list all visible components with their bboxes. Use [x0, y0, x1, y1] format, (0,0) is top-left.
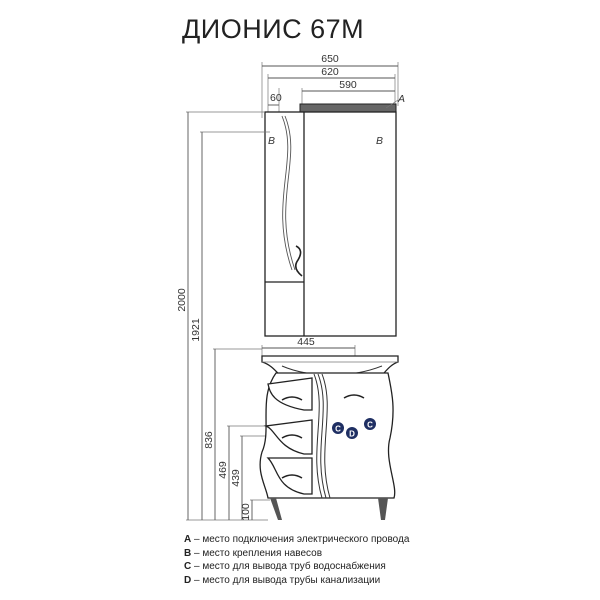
- legend-item-a: A – место подключения электрического про…: [184, 534, 410, 545]
- width-dimensions: 650 620 590 60: [261, 53, 399, 118]
- page-title: ДИОНИС 67М: [182, 14, 365, 44]
- dim-836: 836: [203, 431, 215, 449]
- legend-item-c: C – место для вывода труб водоснабжения: [184, 561, 386, 573]
- marker-d-label: D: [349, 430, 355, 439]
- legend-item-b: B – место крепления навесов: [184, 547, 323, 559]
- marker-c-right-label: C: [367, 421, 373, 430]
- marker-b-right: B: [376, 135, 383, 147]
- marker-a: A: [397, 93, 405, 105]
- dim-590: 590: [339, 79, 357, 91]
- dim-60: 60: [270, 92, 282, 104]
- dim-620: 620: [321, 66, 339, 78]
- legend: A – место подключения электрического про…: [184, 533, 409, 587]
- marker-b-left: B: [268, 135, 275, 147]
- legend-item-d: D – место для вывода трубы канализации: [184, 574, 381, 586]
- base-cabinet: [259, 372, 396, 520]
- dim-1921: 1921: [190, 318, 202, 342]
- dim-100: 100: [240, 503, 252, 521]
- connection-markers: C D C: [332, 418, 376, 439]
- marker-c-left-label: C: [335, 425, 341, 434]
- marker-c-right: [364, 418, 376, 430]
- dim-2000: 2000: [176, 288, 188, 312]
- mirror-cabinet: B B A: [264, 93, 405, 337]
- marker-c-left: [332, 422, 344, 434]
- dim-439: 439: [230, 469, 242, 487]
- dim-445: 445: [297, 336, 315, 348]
- dim-650: 650: [321, 53, 339, 65]
- dim-469: 469: [217, 461, 229, 479]
- marker-d: [346, 427, 358, 439]
